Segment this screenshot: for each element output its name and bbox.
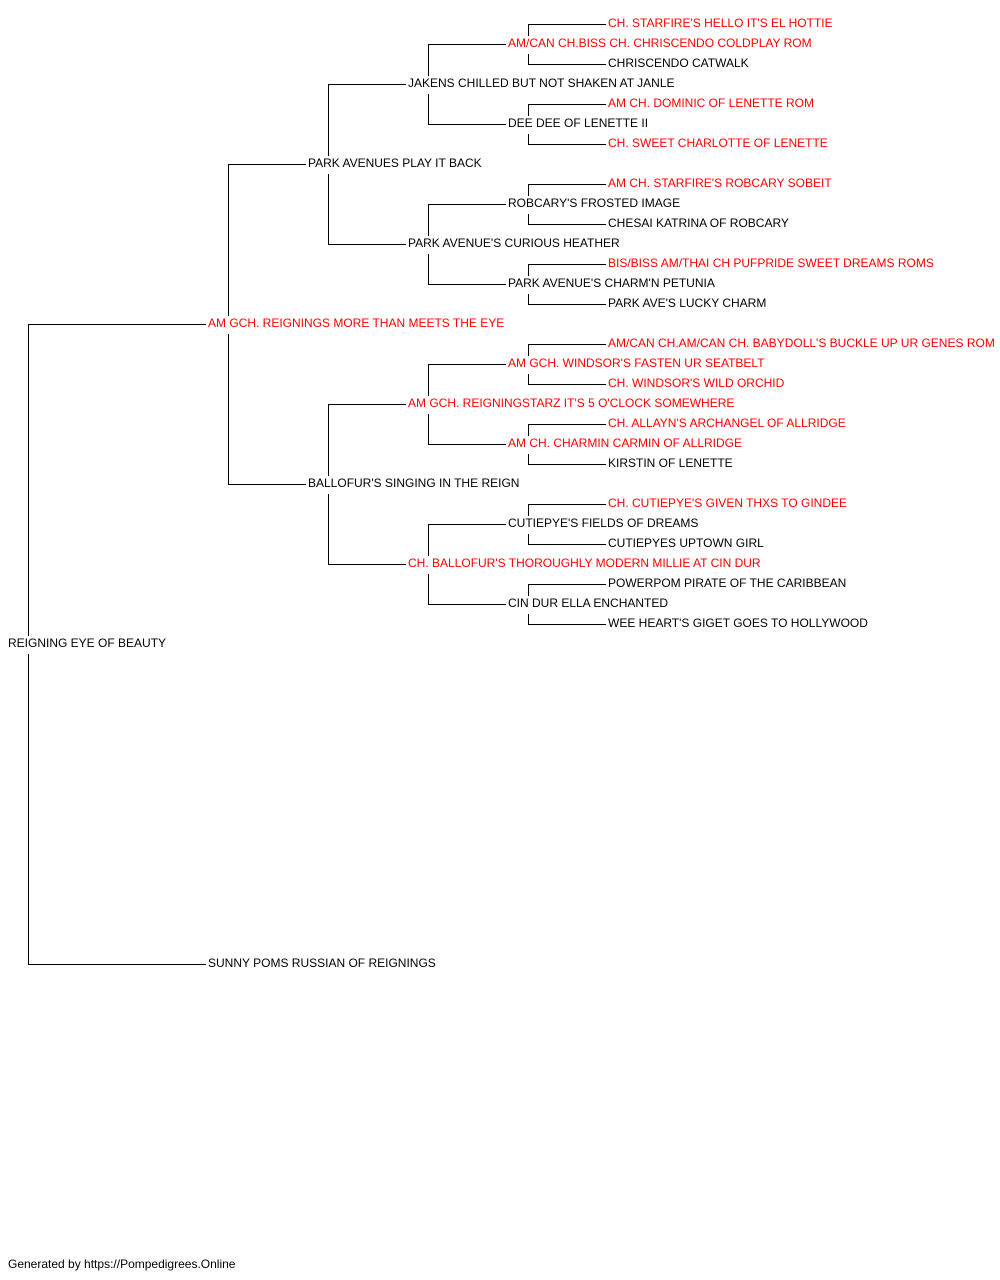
dog-name-sdsss: AM/CAN CH.AM/CAN CH. BABYDOLL'S BUCKLE U…	[608, 336, 995, 350]
dog-name-sss: JAKENS CHILLED BUT NOT SHAKEN AT JANLE	[408, 76, 675, 90]
dog-name-sddds: POWERPOM PIRATE OF THE CARIBBEAN	[608, 576, 846, 590]
dog-name-ssdss: AM CH. STARFIRE'S ROBCARY SOBEIT	[608, 176, 832, 190]
dog-name-sddd: CIN DUR ELLA ENCHANTED	[508, 596, 668, 610]
dog-name-subject: REIGNING EYE OF BEAUTY	[8, 636, 166, 650]
dog-name-sdsdd: KIRSTIN OF LENETTE	[608, 456, 733, 470]
dog-name-ssddd: PARK AVE'S LUCKY CHARM	[608, 296, 766, 310]
dog-name-sdsds: CH. ALLAYN'S ARCHANGEL OF ALLRIDGE	[608, 416, 846, 430]
dog-name-sdd: CH. BALLOFUR'S THOROUGHLY MODERN MILLIE …	[408, 556, 761, 570]
pedigree-tree: REIGNING EYE OF BEAUTY AM GCH. REIGNINGS …	[8, 16, 995, 970]
dog-name-sdddd: WEE HEART'S GIGET GOES TO HOLLYWOOD	[608, 616, 868, 630]
dog-name-ssdds: BIS/BISS AM/THAI CH PUFPRIDE SWEET DREAM…	[608, 256, 934, 270]
dog-name-sdssd: CH. WINDSOR'S WILD ORCHID	[608, 376, 785, 390]
dog-name-sssd: DEE DEE OF LENETTE II	[508, 116, 648, 130]
dog-name-s: AM GCH. REIGNINGS MORE THAN MEETS THE EY…	[208, 316, 504, 330]
dog-name-sssds: AM CH. DOMINIC OF LENETTE ROM	[608, 96, 814, 110]
dog-name-ssdd: PARK AVENUE'S CHARM'N PETUNIA	[508, 276, 715, 290]
footer-credit: Generated by https://Pompedigrees.Online	[8, 1257, 236, 1271]
dog-name-sssdd: CH. SWEET CHARLOTTE OF LENETTE	[608, 136, 828, 150]
dog-name-sssss: CH. STARFIRE'S HELLO IT'S EL HOTTIE	[608, 16, 833, 30]
dog-name-sdss: AM GCH. WINDSOR'S FASTEN UR SEATBELT	[508, 356, 765, 370]
dog-name-ssd: PARK AVENUE'S CURIOUS HEATHER	[408, 236, 620, 250]
dog-name-ssss: AM/CAN CH.BISS CH. CHRISCENDO COLDPLAY R…	[508, 36, 812, 50]
dog-name-sddsd: CUTIEPYES UPTOWN GIRL	[608, 536, 764, 550]
dog-name-ssds: ROBCARY'S FROSTED IMAGE	[508, 196, 680, 210]
dog-name-ssdsd: CHESAI KATRINA OF ROBCARY	[608, 216, 789, 230]
dog-name-ss: PARK AVENUES PLAY IT BACK	[308, 156, 482, 170]
dog-name-ssssd: CHRISCENDO CATWALK	[608, 56, 749, 70]
dog-name-sd: BALLOFUR'S SINGING IN THE REIGN	[308, 476, 519, 490]
dog-name-sds: AM GCH. REIGNINGSTARZ IT'S 5 O'CLOCK SOM…	[408, 396, 734, 410]
dog-name-sdds: CUTIEPYE'S FIELDS OF DREAMS	[508, 516, 698, 530]
dog-name-d: SUNNY POMS RUSSIAN OF REIGNINGS	[208, 956, 436, 970]
dog-name-sdsd: AM CH. CHARMIN CARMIN OF ALLRIDGE	[508, 436, 742, 450]
dog-name-sddss: CH. CUTIEPYE'S GIVEN THXS TO GINDEE	[608, 496, 847, 510]
